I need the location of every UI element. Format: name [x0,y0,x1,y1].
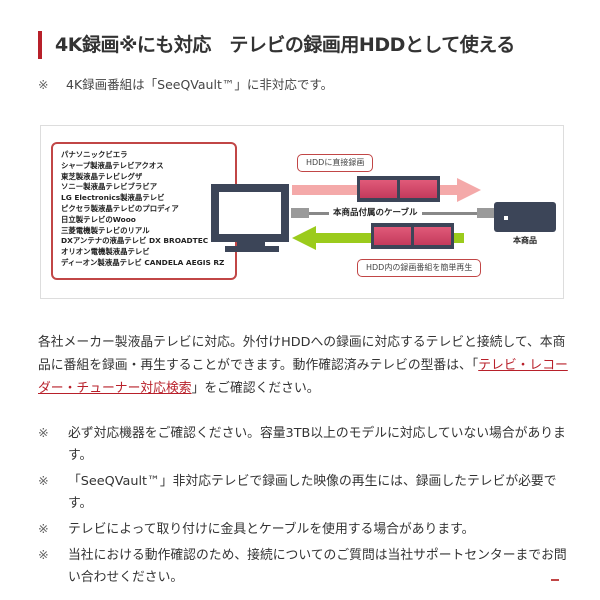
note-item: ※ 必ず対応機器をご確認ください。容量3TB以上のモデルに対応していない場合があり… [38,423,568,467]
note-mark: ※ [38,474,49,489]
film-strip-icon [371,223,454,249]
tv-list-item: ソニー製液晶テレビブラビア [61,182,158,192]
note-mark: ※ [38,426,49,441]
note-item: ※ 当社における動作確認のため、接続についてのご質問は当社サポートセンターまでお問… [38,545,568,589]
connection-diagram: パナソニックビエラ シャープ製液晶テレビアクオス 東芝製液晶テレビレグザ ソニー… [40,125,564,299]
tv-list-item: 日立製テレビのWooo [61,214,136,224]
description-paragraph: 各社メーカー製液晶テレビに対応。外付けHDDへの録画に対応するテレビと接続して、… [38,331,568,400]
note-text: 当社における動作確認のため、接続についてのご質問は当社サポートセンターまでお問い… [68,548,567,585]
record-callout: HDDに直接録画 [297,154,374,172]
note-mark: ※ [38,522,49,537]
note-item: ※ 「SeeQVault™」非対応テレビで録画した映像の再生には、録画したテレビが… [38,471,568,515]
section-heading: 4K録画※にも対応 テレビの録画用HDDとして使える [38,31,515,59]
description-text: 各社メーカー製液晶テレビに対応。外付けHDDへの録画に対応するテレビと接続して、… [38,335,566,373]
note-text: 4K録画番組は「SeeQVault™」に非対応です。 [66,77,334,92]
cable-plug-icon [477,208,495,218]
tv-list-item: LG Electronics製液晶テレビ [61,193,165,203]
cable-plug-icon [291,208,309,218]
decorative-dash [551,579,559,581]
tv-base-icon [225,246,279,252]
tv-list-item: パナソニックビエラ [61,150,128,159]
description-text: 」をご確認ください。 [191,381,320,396]
tv-list-item: 東芝製液晶テレビレグザ [61,171,143,181]
note-text: テレビによって取り付けに金具とケーブルを使用する場合があります。 [68,522,475,537]
tv-list-item: DXアンテナの液晶テレビ DX BROADTEC [61,236,209,246]
note-item: ※ テレビによって取り付けに金具とケーブルを使用する場合があります。 [38,519,568,541]
compatible-tv-list: パナソニックビエラ シャープ製液晶テレビアクオス 東芝製液晶テレビレグザ ソニー… [51,142,237,280]
hdd-label: 本商品 [513,236,537,245]
record-arrowhead-icon [457,178,481,202]
tv-monitor-icon [211,184,289,242]
tv-list-item: 三菱電機製テレビのリアル [61,225,150,235]
cable-label: 本商品付属のケーブル [329,206,422,220]
note-mark: ※ [38,548,49,563]
note-mark: ※ [38,77,49,92]
tv-list-item: ピクセラ製液晶テレビのプロディア [61,203,179,213]
playback-arrowhead-icon [292,226,316,250]
notes-list: ※ 必ず対応機器をご確認ください。容量3TB以上のモデルに対応していない場合があり… [38,423,568,593]
compatibility-search-link[interactable]: テレビ・レコーダー・チューナー対応検索 [38,358,568,396]
playback-callout: HDD内の録画番組を簡単再生 [357,259,482,277]
tv-list-item: ディーオン製液晶テレビ CANDELA AEGIS RZ [61,257,225,267]
tv-stand-icon [237,242,265,246]
hdd-device-icon [494,202,556,232]
note-4k: ※ 4K録画番組は「SeeQVault™」に非対応です。 [38,74,333,93]
tv-list-item: シャープ製液晶テレビアクオス [61,160,164,170]
note-text: 必ず対応機器をご確認ください。容量3TB以上のモデルに対応していない場合がありま… [68,426,566,463]
note-text: 「SeeQVault™」非対応テレビで録画した映像の再生には、録画したテレビが必… [68,474,557,511]
film-strip-icon [357,176,440,202]
tv-list-item: オリオン電機製液晶テレビ [61,247,150,257]
